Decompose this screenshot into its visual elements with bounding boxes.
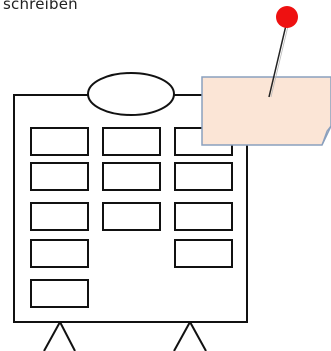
pushpin-icon	[268, 6, 298, 98]
card-column-1	[30, 127, 89, 308]
card-column-2	[102, 127, 161, 231]
card	[30, 162, 89, 191]
card	[174, 162, 233, 191]
card	[174, 202, 233, 231]
card-column-3	[174, 127, 233, 268]
pushpin-needle-shine	[270, 21, 290, 98]
card	[30, 127, 89, 156]
easel-leg-right	[173, 319, 207, 351]
card	[102, 127, 161, 156]
sticky-note-body	[201, 76, 331, 146]
sticky-note-curl	[321, 125, 331, 146]
caption-text: schreiben	[3, 0, 78, 13]
card	[30, 202, 89, 231]
card	[30, 279, 89, 308]
card	[30, 239, 89, 268]
board-hanger-oval	[87, 72, 175, 116]
easel-leg-left	[43, 319, 76, 351]
pushpin-needle	[268, 20, 288, 98]
sticky-note-icon	[201, 76, 331, 146]
card	[102, 202, 161, 231]
pushpin-head	[276, 6, 298, 28]
card	[102, 162, 161, 191]
card	[174, 239, 233, 268]
